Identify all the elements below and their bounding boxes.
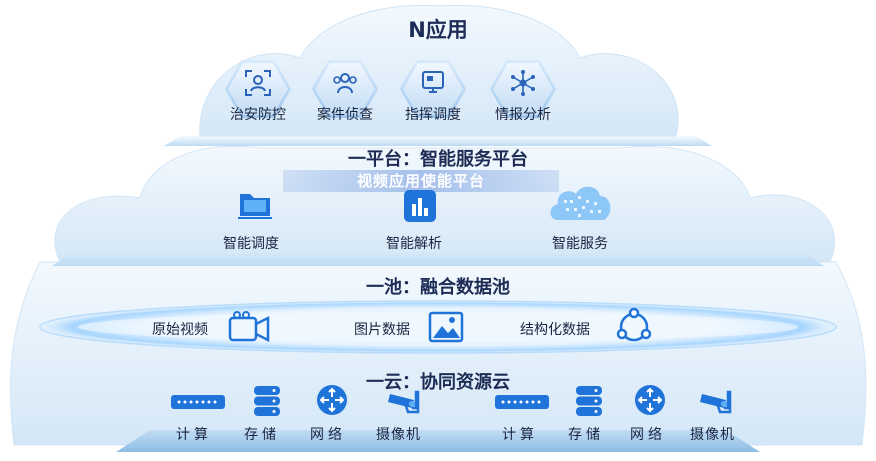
network-node-icon — [511, 70, 535, 96]
resource-label-storage: 存储 — [568, 427, 604, 443]
resource-label-compute: 计算 — [502, 427, 538, 443]
pool-title: 一池：融合数据池 — [366, 277, 510, 298]
video-platform-bar: 视频应用使能平台 — [283, 170, 559, 192]
storage-disk-icon — [254, 386, 280, 416]
service-label-scheduling: 智能调度 — [223, 236, 279, 252]
app-label-case-investigation: 案件侦查 — [317, 107, 373, 123]
resource-label-network: 网络 — [310, 427, 346, 443]
people-group-icon — [333, 73, 357, 94]
network-router-icon — [317, 385, 347, 415]
graph-nodes-icon — [616, 307, 652, 342]
server-rack-icon — [495, 395, 549, 409]
resource-label-camera: 摄像机 — [690, 427, 735, 443]
n-apps-title: N应用 — [408, 18, 468, 42]
storage-disk-icon — [576, 386, 602, 416]
folder-icon — [238, 194, 272, 219]
video-camera-icon — [228, 311, 270, 343]
server-rack-icon — [171, 395, 225, 409]
pool-label-raw-video: 原始视频 — [152, 322, 208, 338]
app-label-command-dispatch: 指挥调度 — [405, 107, 461, 123]
network-router-icon — [635, 385, 665, 415]
service-label-analysis: 智能解析 — [386, 236, 442, 252]
app-label-public-security: 治安防控 — [230, 107, 286, 123]
platform-title: 一平台：智能服务平台 — [348, 149, 528, 170]
resource-label-compute: 计算 — [176, 427, 212, 443]
cctv-camera-icon — [700, 390, 732, 414]
cloud-title: 一云：协同资源云 — [366, 372, 510, 393]
resource-label-network: 网络 — [630, 427, 666, 443]
digital-cloud-icon — [550, 186, 611, 220]
image-icon — [428, 311, 464, 343]
service-label-service: 智能服务 — [552, 236, 608, 252]
pool-label-image-data: 图片数据 — [354, 322, 410, 338]
app-label-intel-analysis: 情报分析 — [495, 107, 551, 123]
command-terminal-icon — [422, 71, 444, 93]
pool-label-structured-data: 结构化数据 — [520, 322, 590, 338]
resource-label-storage: 存储 — [244, 427, 280, 443]
cctv-camera-icon — [388, 390, 420, 414]
resource-label-camera: 摄像机 — [376, 427, 421, 443]
bar-chart-icon — [404, 190, 436, 222]
face-scan-icon — [245, 70, 271, 96]
